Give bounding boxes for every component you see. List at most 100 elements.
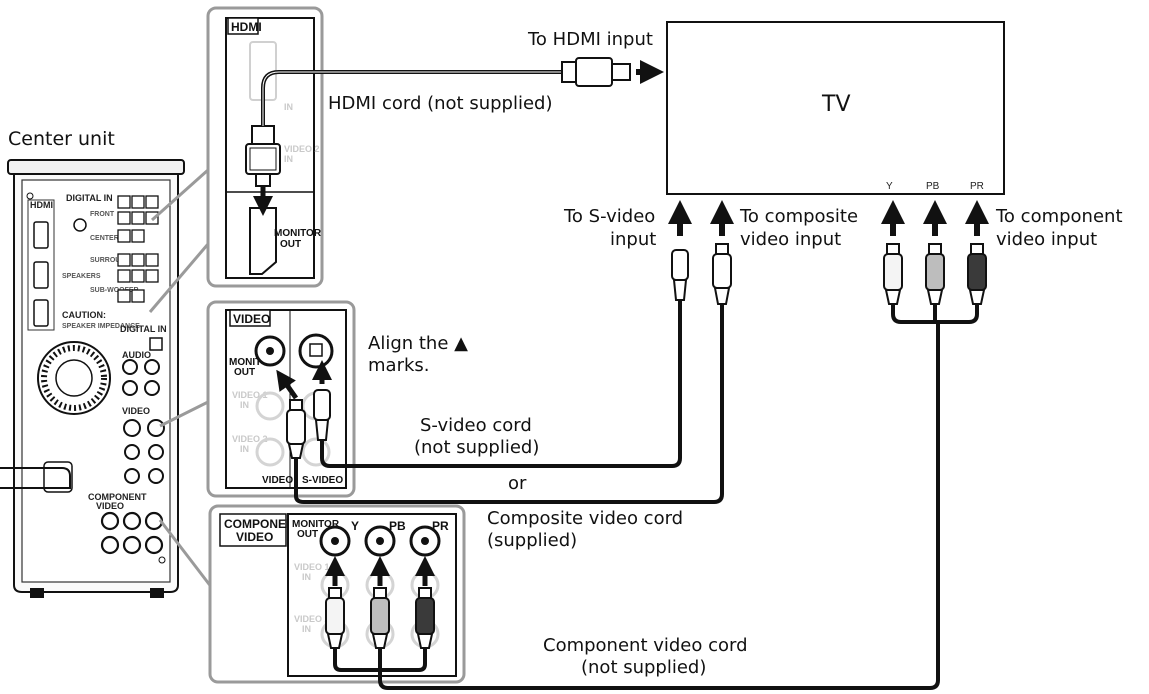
hdmi-panel-tag: HDMI <box>231 20 262 34</box>
center-unit-label: Center unit <box>8 128 115 150</box>
component-panel-pr: PR <box>432 519 449 533</box>
hdmi-panel-monitor-label-1: MONITOR <box>274 228 322 239</box>
unit-hdmi-tag: HDMI <box>30 200 53 210</box>
to-svideo-label-2: input <box>610 229 656 250</box>
hdmi-panel-video2-label-1: VIDEO 2 <box>284 144 320 154</box>
component-panel-monitor-label-2: OUT <box>297 529 318 540</box>
unit-digital-in-label: DIGITAL IN <box>66 193 113 203</box>
unit-digital-in-2-label: DIGITAL IN <box>120 324 167 334</box>
unit-top-edge <box>7 159 185 175</box>
to-composite-label-2: video input <box>740 229 841 250</box>
callout-lines <box>148 168 214 589</box>
unit-subwoofer-label: SUB-WOOFER <box>90 287 139 294</box>
hdmi-panel-in-label: IN <box>284 102 293 112</box>
composite-cord <box>294 304 724 504</box>
tv-label: TV <box>821 92 851 117</box>
video-panel-video2-label-1: VIDEO 2 <box>232 434 268 444</box>
component-zoom-panel: COMPONENT VIDEO MONITOR OUT Y PB PR VIDE… <box>208 504 466 684</box>
unit-component-jacks <box>100 511 164 555</box>
composite-cord-label-1: Composite video cord <box>487 508 683 529</box>
video-zoom-panel: VIDEO MONITOR OUT VIDEO 1 IN VIDEO 2 IN … <box>206 300 356 498</box>
component-panel-pb: PB <box>389 519 406 533</box>
hdmi-zoom-panel: HDMI IN VIDEO 2 IN MONITOR OUT <box>206 6 324 288</box>
component-panel-tag-1: COMPONENT <box>224 517 303 531</box>
unit-speaker-terminals <box>117 195 159 303</box>
unit-center-label: CENTER <box>90 235 119 242</box>
unit-caution-label: CAUTION: <box>62 310 106 320</box>
component-cord-label-2: (not supplied) <box>581 657 706 678</box>
component-panel-video2-label-2: IN <box>302 624 311 634</box>
composite-plug-unit-end <box>286 399 306 459</box>
unit-hdmi-port-out <box>33 299 49 327</box>
component-plugs-tv-end <box>883 243 987 305</box>
component-panel-y: Y <box>351 519 359 533</box>
video-panel-video1-label-1: VIDEO 1 <box>232 390 268 400</box>
component-plugs-unit-end <box>325 587 435 649</box>
unit-speakers-label: SPEAKERS <box>62 273 101 280</box>
to-component-label-1: To component <box>995 206 1123 227</box>
tv-jack-y: Y <box>886 181 893 192</box>
center-unit: Center unit HDMI DIGITAL IN FRONT CENTER… <box>0 128 185 598</box>
component-panel-video2-label-1: VIDEO 2 <box>294 614 330 624</box>
hdmi-panel-video2-label-2: IN <box>284 154 293 164</box>
unit-component-tag-2: VIDEO <box>96 501 124 511</box>
unit-component-tag-1: COMPONENT <box>88 492 147 502</box>
video-panel-bottom-video: VIDEO <box>262 475 293 486</box>
video-panel-tag: VIDEO <box>233 312 270 326</box>
hdmi-plug-tv-end <box>561 57 631 87</box>
unit-foot-left <box>30 588 44 598</box>
unit-foot-right <box>150 588 164 598</box>
unit-fan-grille <box>37 341 111 415</box>
component-cord-label-1: Component video cord <box>543 635 748 656</box>
to-svideo-label-1: To S-video <box>563 206 655 227</box>
unit-video-tag: VIDEO <box>122 406 150 416</box>
video-panel-video2-label-2: IN <box>240 444 249 454</box>
composite-plug-tv-end <box>712 243 732 305</box>
tv-jack-pb: PB <box>926 181 940 192</box>
unit-audio-jacks <box>122 359 160 396</box>
video-panel-monitor-label-2: OUT <box>234 367 255 378</box>
align-label-1: Align the ▲ <box>368 333 468 354</box>
hdmi-panel-monitor-label-2: OUT <box>280 239 301 250</box>
hdmi-cord-label: HDMI cord (not supplied) <box>328 93 552 114</box>
tv-input-arrows <box>668 200 989 236</box>
svideo-cord-label-1: S-video cord <box>420 415 532 436</box>
hdmi-cord-highlight <box>262 71 562 126</box>
unit-optical-jack <box>73 218 87 232</box>
svideo-plug-tv-end <box>671 249 689 301</box>
hdmi-monitor-out-port <box>249 207 277 275</box>
to-composite-label-1: To composite <box>739 206 858 227</box>
to-component-label-2: video input <box>996 229 1097 250</box>
tv: TV Y PB PR <box>666 21 1005 195</box>
video-panel-bottom-svideo: S-VIDEO <box>302 475 343 486</box>
unit-surround-label: SURROUND <box>90 257 130 264</box>
unit-front-label: FRONT <box>90 211 115 218</box>
svideo-cord <box>320 300 682 468</box>
unit-screw <box>26 192 34 200</box>
unit-screw <box>158 556 166 564</box>
composite-cord-label-2: (supplied) <box>487 530 577 551</box>
power-cord-clamp <box>43 461 73 493</box>
svideo-cord-label-2: (not supplied) <box>414 437 539 458</box>
unit-impedance-label: SPEAKER IMPEDANCE <box>62 323 140 330</box>
video-panel-video1-label-2: IN <box>240 400 249 410</box>
align-label-2: marks. <box>368 355 430 376</box>
component-panel-video1-label-2: IN <box>302 572 311 582</box>
composite-insert-arrow <box>276 369 299 400</box>
unit-video-jacks <box>123 419 165 484</box>
component-insert-arrows <box>325 556 435 586</box>
video-panel-monitor-label-1: MONITOR <box>229 357 277 368</box>
component-panel-monitor-label-1: MONITOR <box>292 519 340 530</box>
or-label: or <box>508 473 527 494</box>
svideo-plug-unit-end <box>313 389 331 441</box>
component-cord <box>333 304 979 690</box>
unit-audio-tag: AUDIO <box>122 350 151 360</box>
unit-hdmi-port-1 <box>33 221 49 249</box>
to-hdmi-input-label: To HDMI input <box>527 29 653 50</box>
unit-hdmi-port-2 <box>33 261 49 289</box>
component-panel-tag-2: VIDEO <box>236 530 273 544</box>
unit-coax-jack <box>149 337 163 351</box>
power-cord <box>0 467 71 489</box>
